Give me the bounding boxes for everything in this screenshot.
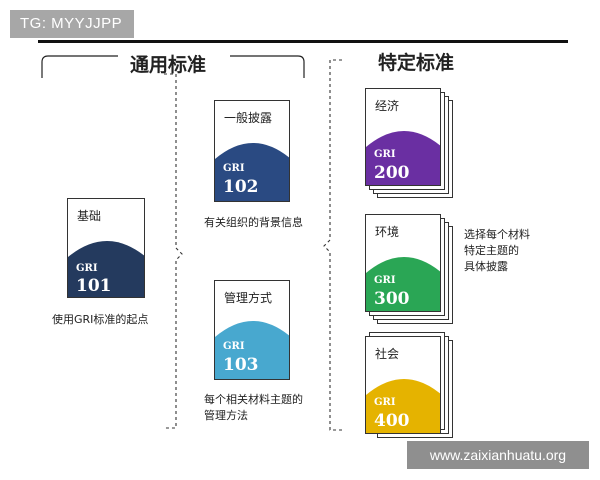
card-title: 基础 [77,209,102,223]
gri-102-caption: 有关组织的背景信息 [204,216,303,229]
gri-label: GRI [76,263,98,274]
gri-101-arch [68,241,144,297]
card-title: 一般披露 [224,111,273,125]
gri-label: GRI [223,341,245,352]
card-title: 环境 [375,225,400,239]
gri-label: GRI [223,163,245,174]
gri-label: GRI [374,397,396,408]
general-dashed-brace [164,73,183,429]
gri-103-card: 管理方式 GRI 103 [214,280,290,380]
caption-line: 选择每个材料 [464,228,530,241]
gri-label: GRI [374,149,396,160]
gri-number: 101 [76,276,112,296]
gri-number: 103 [223,355,259,375]
site-watermark: www.zaixianhuatu.org [407,441,589,469]
gri-label: GRI [374,275,396,286]
gri-102-card: 一般披露 GRI 102 [214,100,290,202]
gri-300-arch [366,257,440,311]
caption-line: 特定主题的 [464,244,519,257]
general-standards-heading: 通用标准 [130,54,207,76]
card-title: 管理方式 [224,291,273,305]
caption-line: 每个相关材料主题的 [204,393,303,406]
gri-400-arch [366,379,440,433]
gri-number: 102 [223,177,259,197]
caption-line: 管理方法 [204,409,248,422]
specific-standards-heading: 特定标准 [378,52,455,74]
gri-200-arch [366,131,440,185]
caption-line: 具体披露 [464,260,508,273]
gri-103-caption: 每个相关材料主题的 管理方法 [204,392,303,424]
top-divider [38,40,568,43]
gri-300-card: 环境 GRI 300 [365,214,441,312]
gri-101-card: 基础 GRI 101 [67,198,145,298]
specific-caption: 选择每个材料 特定主题的 具体披露 [464,227,530,275]
specific-dashed-brace [323,59,342,431]
card-title: 社会 [375,347,400,361]
gri-number: 300 [374,289,410,309]
gri-number: 200 [374,163,410,183]
gri-102-arch [215,143,289,201]
channel-tag: TG: MYYJJPP [10,10,134,38]
general-bracket [41,55,305,78]
gri-number: 400 [374,411,410,431]
gri-101-caption: 使用GRI标准的起点 [52,313,149,326]
gri-103-arch [215,321,289,379]
gri-200-card: 经济 GRI 200 [365,88,441,186]
card-title: 经济 [375,99,400,113]
gri-400-card: 社会 GRI 400 [365,336,441,434]
